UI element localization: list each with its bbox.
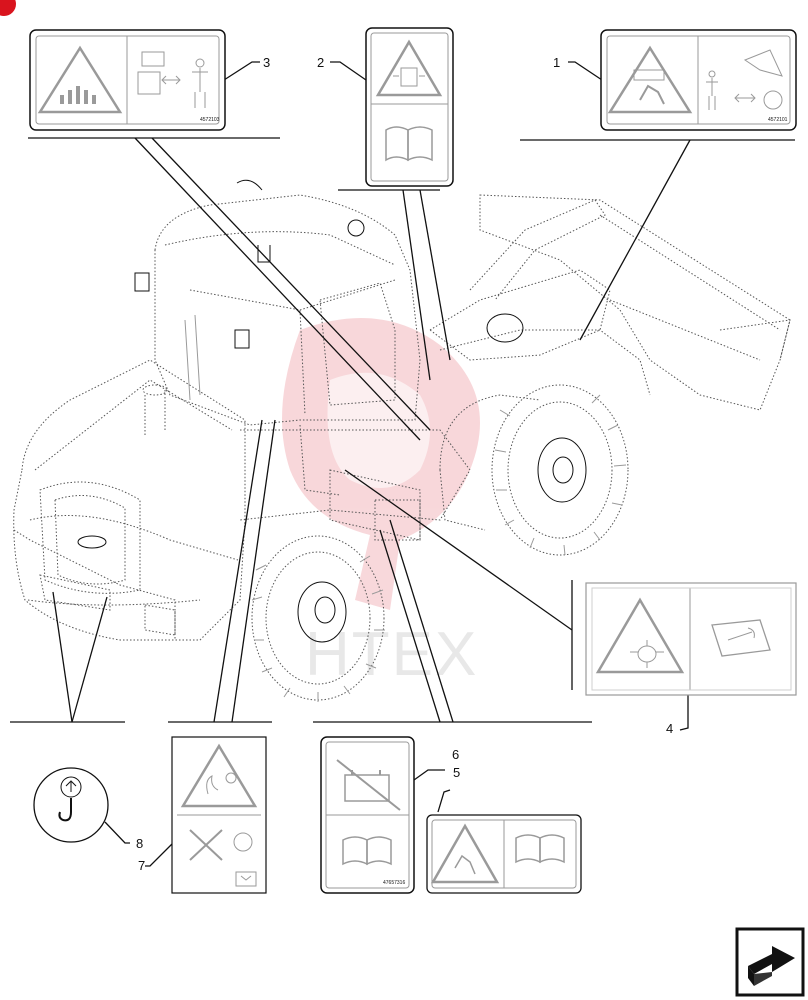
decal-3-code: 4572103: [200, 117, 220, 123]
decal-2: [365, 27, 454, 187]
watermark-text: HTEX: [305, 620, 478, 689]
callout-1: 1: [553, 55, 560, 70]
instruction-book-icon: [342, 836, 392, 866]
decal-7: [171, 736, 267, 894]
decal-1: 4572101: [600, 29, 797, 131]
callout-5: 5: [453, 765, 460, 780]
rear-wheel: [439, 384, 629, 556]
decal-1-code: 4572101: [768, 117, 788, 123]
instruction-book-icon: [515, 834, 565, 864]
decal-6: 47657316: [320, 736, 415, 894]
callout-7: 7: [138, 858, 145, 873]
decal-5: [426, 814, 582, 894]
callout-6: 6: [452, 747, 459, 762]
lifting-hook-icon: [58, 776, 82, 822]
decal-8: [33, 767, 109, 843]
leader-lines: [10, 61, 795, 867]
callout-3: 3: [263, 55, 270, 70]
decal-4: [585, 582, 797, 696]
decal-6-code: 47657316: [383, 880, 405, 886]
instruction-book-icon: [385, 126, 433, 162]
callout-4: 4: [666, 721, 673, 736]
front-wheel: [251, 535, 385, 702]
callout-8: 8: [136, 836, 143, 851]
watermark-logo: [282, 318, 480, 610]
next-page-arrow-icon[interactable]: [735, 927, 805, 997]
decal-3: 4572103: [29, 29, 226, 131]
red-corner-badge-icon: [0, 0, 16, 16]
callout-2: 2: [317, 55, 324, 70]
service-manual-icon: [711, 619, 771, 657]
wheel-loader-illustration: [13, 179, 791, 702]
